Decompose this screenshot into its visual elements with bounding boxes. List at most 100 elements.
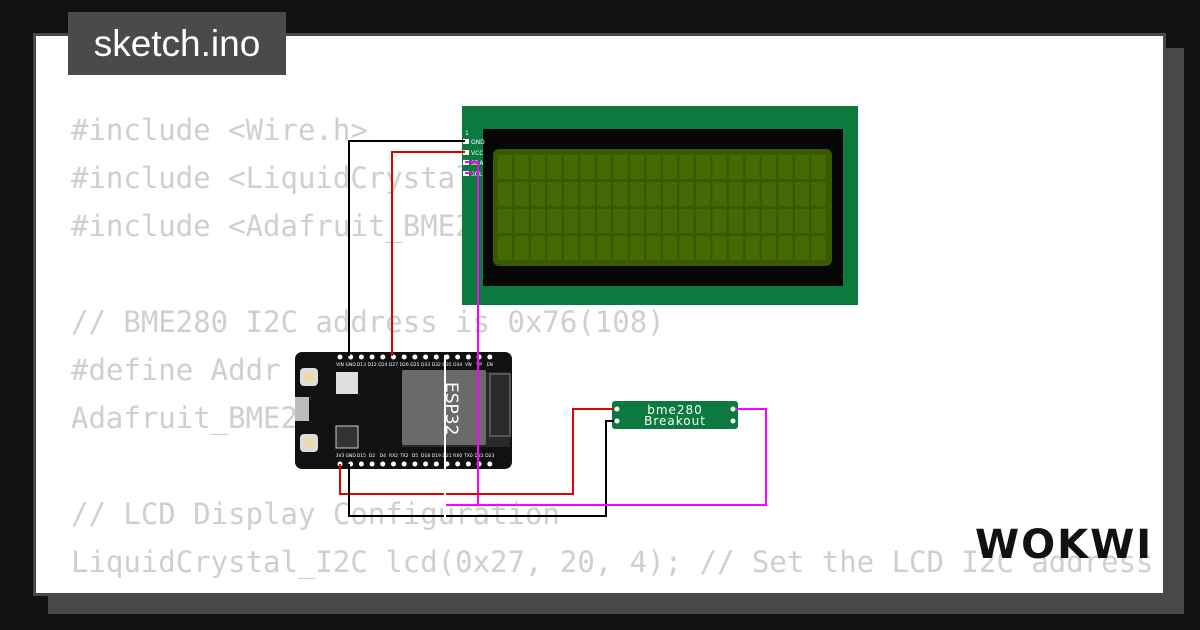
esp32-pin[interactable] bbox=[455, 461, 461, 467]
wire-lcd-vcc[interactable] bbox=[391, 151, 465, 356]
lcd-char-cell bbox=[547, 236, 562, 260]
voltage-regulator bbox=[336, 372, 358, 394]
lcd-char-cell bbox=[580, 182, 595, 206]
lcd-char-cell bbox=[498, 155, 512, 179]
lcd-char-cell bbox=[663, 236, 677, 260]
esp32-pin[interactable] bbox=[487, 354, 493, 360]
lcd-char-cell bbox=[795, 236, 809, 260]
esp32-pin[interactable] bbox=[487, 461, 493, 467]
bme280-pcb bbox=[612, 401, 738, 429]
lcd-char-cell bbox=[729, 209, 743, 233]
lcd-char-cell bbox=[696, 155, 710, 179]
code-line: // BME280 I2C address is 0x76(108) bbox=[71, 305, 665, 339]
wire-lcd-sda[interactable] bbox=[445, 161, 479, 506]
lcd-char-cell bbox=[778, 209, 793, 233]
esp32-pin[interactable] bbox=[401, 461, 407, 467]
esp32-pin[interactable] bbox=[369, 461, 375, 467]
lcd-char-cell bbox=[630, 209, 644, 233]
esp32-pin[interactable] bbox=[423, 461, 429, 467]
bme280-sublabel: Breakout bbox=[644, 414, 706, 428]
esp32-pin-label: EN bbox=[487, 362, 493, 368]
lcd-pin[interactable] bbox=[463, 150, 469, 155]
esp32-pin[interactable] bbox=[358, 354, 364, 360]
esp32-pin[interactable] bbox=[423, 354, 429, 360]
lcd-pin[interactable] bbox=[463, 139, 469, 144]
esp32-pin-label: D34 bbox=[453, 362, 462, 368]
lcd-char-cell bbox=[811, 209, 826, 233]
code-line: LiquidCrystal_I2C lcd(0x27, 20, 4); // S… bbox=[71, 545, 1154, 579]
esp32-pin[interactable] bbox=[465, 354, 471, 360]
lcd-char-cell bbox=[729, 182, 743, 206]
lcd-char-cell bbox=[795, 182, 809, 206]
esp32-pin[interactable] bbox=[358, 461, 364, 467]
lcd-char-cell bbox=[564, 155, 578, 179]
lcd-char-cell bbox=[646, 209, 661, 233]
esp32-pin[interactable] bbox=[369, 354, 375, 360]
lcd-char-cell bbox=[564, 209, 578, 233]
esp32-pin-label: 3V3 bbox=[336, 453, 345, 459]
lcd-char-grid bbox=[498, 155, 826, 260]
lcd-char-cell bbox=[564, 182, 578, 206]
lcd-char-cell bbox=[729, 236, 743, 260]
esp32-pin-label: D12 bbox=[367, 362, 376, 368]
lcd-char-cell bbox=[712, 236, 727, 260]
lcd-char-cell bbox=[613, 155, 628, 179]
wire-sensor-gnd[interactable] bbox=[348, 420, 614, 517]
code-line: // LCD Display Configuration bbox=[71, 497, 560, 531]
esp32-pin[interactable] bbox=[337, 354, 343, 360]
esp32-pin[interactable] bbox=[380, 461, 386, 467]
lcd-char-cell bbox=[745, 236, 760, 260]
esp32-pin-label: D25 bbox=[410, 362, 419, 368]
lcd-char-cell bbox=[547, 209, 562, 233]
esp32-pin-label: GND bbox=[346, 453, 357, 459]
wire-lcd-gnd[interactable] bbox=[348, 140, 465, 356]
lcd-char-cell bbox=[580, 155, 595, 179]
usb-port[interactable] bbox=[295, 397, 309, 421]
bme280-pin[interactable] bbox=[730, 418, 736, 424]
esp32-pin-label: D33 bbox=[421, 362, 430, 368]
esp32-pin-label: GND bbox=[346, 362, 357, 368]
esp32-pin[interactable] bbox=[401, 354, 407, 360]
lcd-char-cell bbox=[547, 155, 562, 179]
lcd-char-cell bbox=[778, 236, 793, 260]
esp32-pin-label: TX2 bbox=[399, 453, 409, 459]
bme280-pin[interactable] bbox=[614, 406, 620, 412]
bme280-pin[interactable] bbox=[614, 418, 620, 424]
esp32-pin[interactable] bbox=[391, 461, 396, 467]
lcd-char-cell bbox=[745, 182, 760, 206]
en-button-cap bbox=[304, 372, 314, 382]
esp32-pin-label: D2 bbox=[369, 453, 375, 459]
esp32-pin-label: VP bbox=[476, 362, 482, 368]
esp32-pin[interactable] bbox=[455, 354, 461, 360]
code-line: #include <Wire.h> bbox=[71, 113, 368, 147]
esp32-pin[interactable] bbox=[412, 354, 418, 360]
esp32-pin[interactable] bbox=[412, 461, 418, 467]
bme280-pin[interactable] bbox=[730, 406, 736, 412]
lcd-pin-label: SCL bbox=[471, 171, 483, 178]
bme280-breakout[interactable]: bme280 Breakout bbox=[612, 401, 738, 429]
lcd-char-cell bbox=[663, 155, 677, 179]
lcd-char-cell bbox=[613, 182, 628, 206]
esp32-pin-label: D15 bbox=[357, 453, 366, 459]
esp32-pin[interactable] bbox=[380, 354, 386, 360]
esp32-pin-label: D21 bbox=[442, 453, 451, 459]
lcd-char-cell bbox=[679, 236, 694, 260]
wire-sensor-signal[interactable] bbox=[478, 408, 767, 506]
lcd-char-cell bbox=[646, 236, 661, 260]
esp32-pin[interactable] bbox=[465, 461, 471, 467]
filename-tab[interactable]: sketch.ino bbox=[68, 12, 286, 75]
lcd-char-cell bbox=[712, 155, 727, 179]
wire-sensor-vcc[interactable] bbox=[339, 408, 614, 495]
lcd-char-cell bbox=[663, 182, 677, 206]
lcd-char-cell bbox=[514, 155, 529, 179]
lcd-display[interactable]: 1 GND VCC SDA SCL bbox=[462, 106, 858, 305]
lcd-char-cell bbox=[696, 236, 710, 260]
esp32-pin-label: D5 bbox=[412, 453, 418, 459]
esp32-pin[interactable] bbox=[433, 461, 439, 467]
lcd-char-cell bbox=[630, 236, 644, 260]
esp32-pin[interactable] bbox=[433, 354, 439, 360]
